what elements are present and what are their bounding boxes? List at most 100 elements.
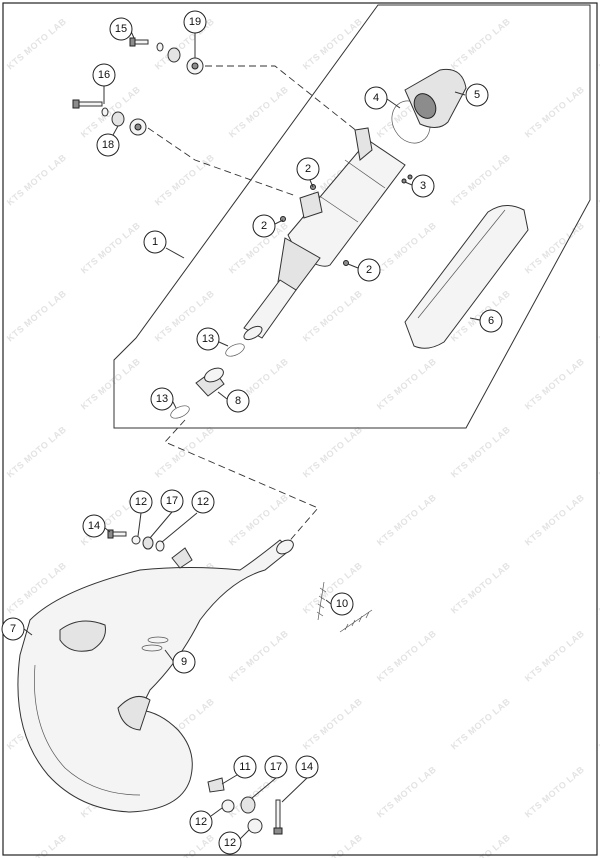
watermark-text: KTS MOTO LAB (449, 832, 512, 858)
watermark-text: KTS MOTO LAB (523, 220, 586, 275)
bushing-17-lower (240, 796, 256, 814)
watermark-text: KTS MOTO LAB (449, 696, 512, 751)
watermark-text: KTS MOTO LAB (449, 560, 512, 615)
callout-2-middle: 2 (252, 214, 276, 238)
callout-12-lower-a-label: 12 (195, 816, 207, 828)
watermark-text: KTS MOTO LAB (5, 424, 68, 479)
watermark-text: KTS MOTO LAB (449, 424, 512, 479)
seal-ring-13-lower (170, 405, 190, 419)
leader-lines (23, 28, 481, 840)
silencer-mount-bracket-side (299, 191, 323, 219)
washer-12-upper-b (155, 540, 165, 552)
rivet-3 (407, 174, 413, 180)
watermark-text: KTS MOTO LAB (79, 220, 142, 275)
watermark-text: KTS MOTO LAB (523, 492, 586, 547)
watermark-text: KTS MOTO LAB (449, 152, 512, 207)
leader-12-upper-a (137, 512, 142, 537)
end-cap-5-outlet (413, 93, 437, 119)
callout-9-label: 9 (181, 656, 187, 668)
callout-10: 10 (330, 592, 354, 616)
header-mount-hardware (107, 529, 165, 552)
leader-2-upper (309, 179, 314, 188)
callout-19: 19 (183, 10, 207, 34)
watermark-text: KTS MOTO LAB (301, 288, 364, 343)
spacer-18a (111, 111, 125, 127)
callout-8: 8 (226, 389, 250, 413)
end-cap-assembly (391, 68, 467, 144)
washer-15 (156, 42, 164, 52)
callout-7-label: 7 (10, 623, 16, 635)
leader-9 (164, 649, 175, 663)
leader-7 (23, 628, 33, 636)
callout-13-lower-label: 13 (156, 393, 168, 405)
leader-14-upper (104, 527, 111, 533)
washer-12-lower-b (247, 818, 263, 834)
silencer-inlet-end (243, 325, 263, 341)
callout-1-label: 1 (152, 236, 158, 248)
header-pipe-inlet (117, 695, 151, 731)
callouts: 15 19 16 18 4 5 2 3 2 1 2 6 13 13 8 14 1… (1, 10, 503, 855)
callout-12-lower-a: 12 (189, 810, 213, 834)
watermark-text: KTS MOTO LAB (301, 696, 364, 751)
watermark-text: KTS MOTO LAB (153, 832, 216, 858)
header-pipe-seam (34, 664, 141, 796)
leader-10 (325, 599, 332, 605)
callout-14-lower: 14 (295, 755, 319, 779)
leader-8 (217, 391, 228, 400)
header-pipe-bracket (171, 547, 193, 569)
bushing-19-hole (191, 62, 199, 70)
leader-12-lower-a (210, 807, 223, 817)
silencer-body-1 (243, 127, 406, 341)
header-pipe-outlet (276, 539, 294, 555)
watermark-text: KTS MOTO LAB (5, 832, 68, 858)
watermark-text: KTS MOTO LAB (227, 84, 290, 139)
silencer-mount-bracket-top (354, 127, 373, 161)
washer-12-upper-a (131, 535, 141, 545)
mount-hardware-lower (72, 99, 147, 136)
watermark-text: KTS MOTO LAB (153, 152, 216, 207)
leader-13-lower (172, 401, 177, 409)
callout-12-upper-b: 12 (191, 490, 215, 514)
leader-3 (404, 181, 413, 186)
leader-17-lower (251, 777, 277, 799)
seal-ring-13-upper (225, 343, 245, 357)
leader-1 (165, 247, 185, 259)
alignment-line-19 (205, 65, 359, 133)
callout-13-lower: 13 (150, 387, 174, 411)
callout-13-upper-label: 13 (202, 333, 214, 345)
callout-4-label: 4 (373, 92, 379, 104)
watermark-text: KTS MOTO LAB (523, 764, 586, 819)
leader-4 (386, 98, 401, 109)
watermark-text: KTS MOTO LAB (5, 152, 68, 207)
watermark-text: KTS MOTO LAB (375, 628, 438, 683)
bolt-14-lower-shaft (275, 799, 281, 831)
callout-3: 3 (411, 174, 435, 198)
callout-5: 5 (465, 83, 489, 107)
callout-18: 18 (96, 133, 120, 157)
callout-11: 11 (233, 755, 257, 779)
callout-17-upper-label: 17 (166, 495, 178, 507)
callout-15-label: 15 (115, 23, 127, 35)
leader-2-middle (274, 219, 284, 225)
watermark-text: KTS MOTO LAB (301, 424, 364, 479)
leader-5 (454, 91, 466, 96)
bolt-16-shaft (77, 101, 103, 107)
header-pipe-7 (17, 539, 294, 813)
callout-11-label: 11 (239, 761, 250, 773)
end-cap-5 (404, 68, 467, 128)
header-pipe-dent (59, 620, 106, 652)
sleeve-8-top (204, 367, 224, 383)
washer-12-lower-a (221, 799, 235, 813)
lower-mount-hardware (207, 777, 283, 835)
springs-10 (316, 581, 373, 633)
callout-6-label: 6 (488, 315, 494, 327)
callout-12-lower-b: 12 (218, 831, 242, 855)
watermark-text: KTS MOTO LAB (301, 16, 364, 71)
leader-17-upper (149, 511, 173, 539)
spring-10a (316, 581, 327, 621)
watermark-text: KTS MOTO LAB (79, 356, 142, 411)
silencer-cover-6 (404, 205, 529, 349)
leader-2-lower (347, 263, 359, 269)
watermark-text: KTS MOTO LAB (153, 424, 216, 479)
